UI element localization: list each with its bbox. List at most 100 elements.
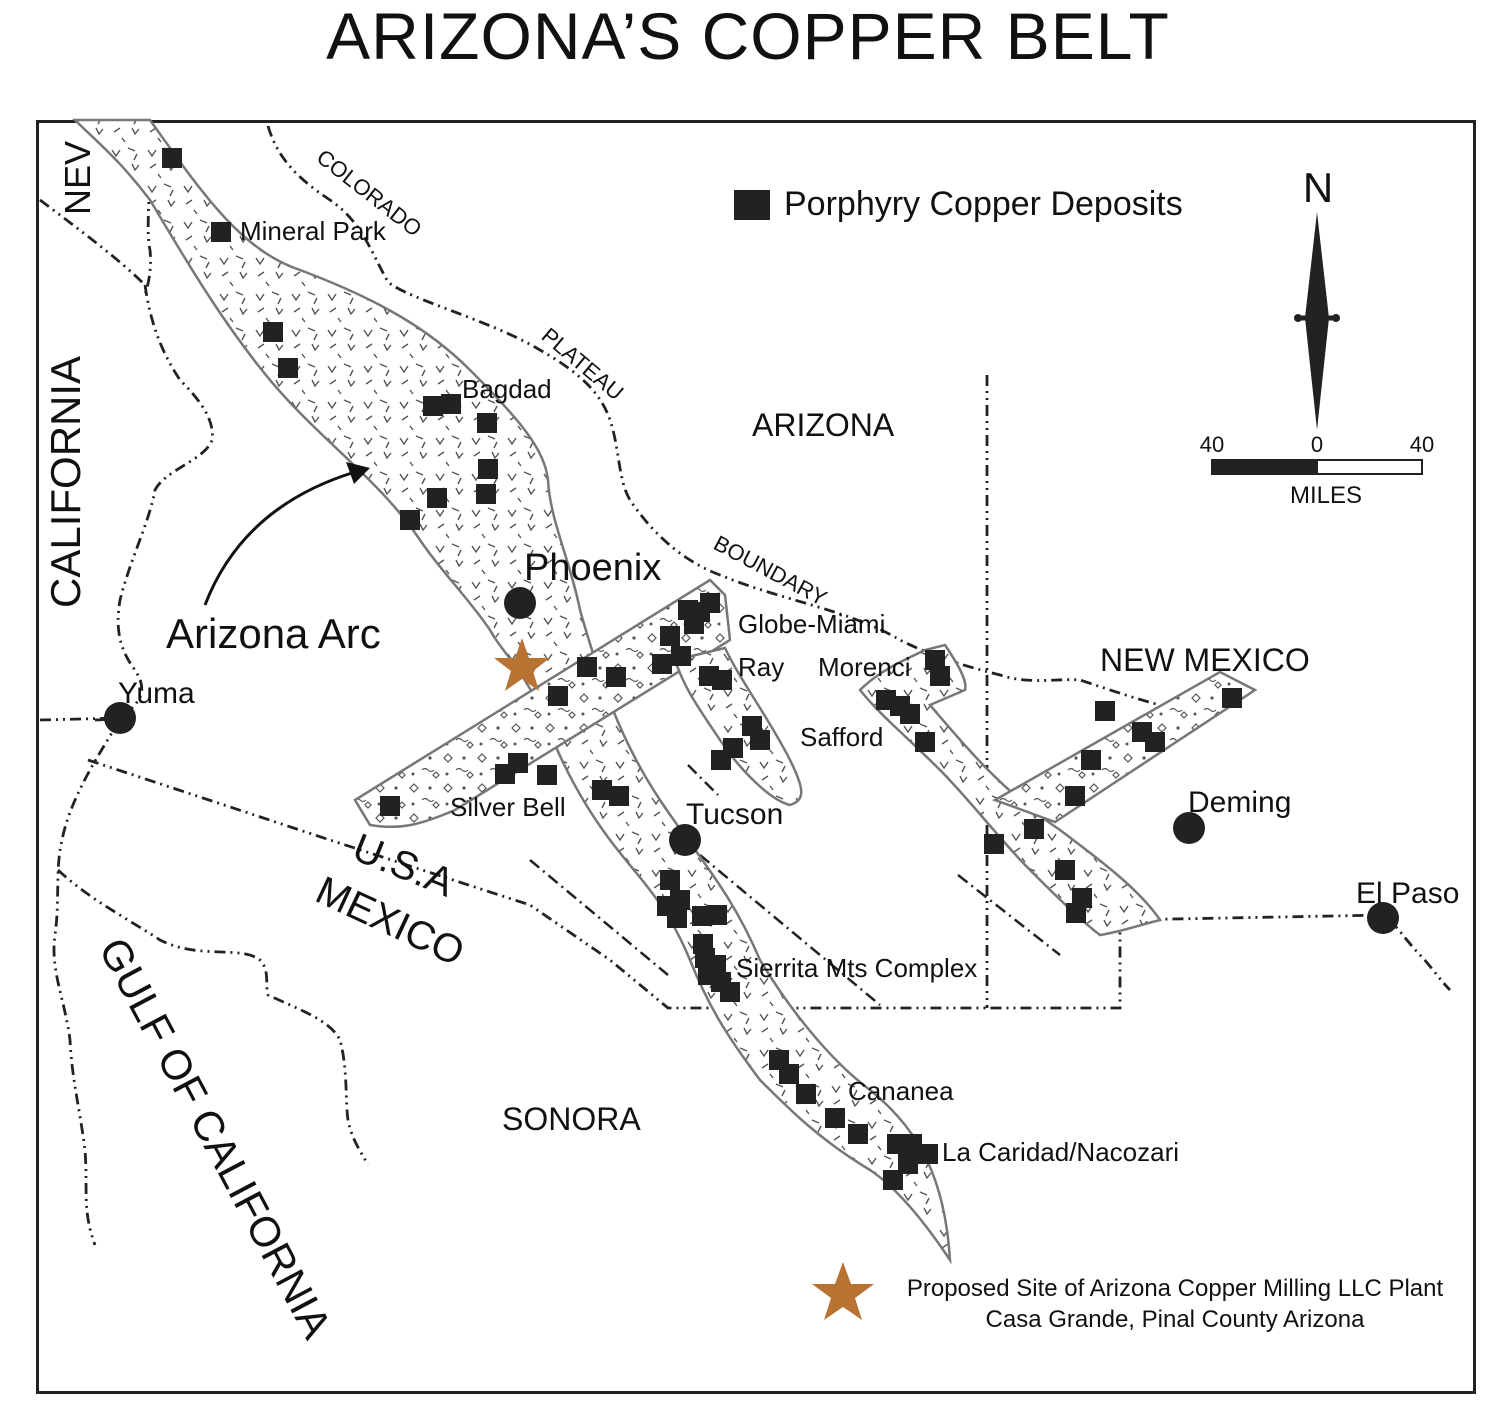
copper-deposit-marker — [1055, 860, 1075, 880]
north-arrow-icon — [1294, 212, 1340, 430]
copper-deposit-marker — [400, 510, 420, 530]
copper-deposit-marker — [700, 593, 720, 613]
copper-deposit-marker — [1095, 701, 1115, 721]
ne-trending-belt-globe — [353, 578, 732, 829]
copper-deposit-marker — [825, 1108, 845, 1128]
copper-deposit-marker — [750, 730, 770, 750]
copper-deposit-marker — [898, 1154, 918, 1174]
legend-label: Porphyry Copper Deposits — [784, 185, 1183, 223]
copper-deposit-marker — [548, 686, 568, 706]
scale-bar — [1211, 459, 1423, 475]
scale-left: 40 — [1200, 432, 1224, 457]
arizona-arc-belt — [71, 118, 952, 1265]
gulf-coast-east — [57, 868, 370, 1166]
copper-deposit-marker — [925, 650, 945, 670]
nevada-california-boundary — [39, 198, 146, 286]
copper-deposit-marker — [930, 666, 950, 686]
new-mexico-label: NEW MEXICO — [1100, 642, 1310, 678]
copper-deposit-marker — [162, 148, 182, 168]
tucson-dot — [669, 824, 701, 856]
copper-deposit-marker — [684, 614, 704, 634]
arrow-head-icon — [346, 462, 370, 484]
map-frame — [36, 120, 1476, 1394]
legend-star-icon — [812, 1262, 874, 1320]
ray-belt — [673, 646, 803, 807]
north-letter: N — [1303, 164, 1333, 211]
copper-deposit-marker — [1081, 750, 1101, 770]
globe-miami-label: Globe-Miami — [738, 609, 885, 639]
fault-line — [957, 874, 1061, 956]
gulf-label: GULF OF CALIFORNIA — [90, 930, 341, 1346]
safford-label: Safford — [800, 722, 883, 752]
copper-deposit-marker — [1066, 903, 1086, 923]
copper-deposit-marker — [900, 704, 920, 724]
copper-deposit-marker — [278, 358, 298, 378]
copper-deposit-marker — [796, 1084, 816, 1104]
deming-label: Deming — [1188, 786, 1291, 819]
copper-deposit-marker — [720, 982, 740, 1002]
copper-deposit-marker — [848, 1124, 868, 1144]
copper-deposit-marker — [508, 753, 528, 773]
copper-deposit-marker — [902, 1134, 922, 1154]
rio-grande — [1384, 914, 1451, 991]
california-label: CALIFORNIA — [42, 356, 89, 608]
arizona-arc-label: Arizona Arc — [166, 610, 381, 657]
copper-deposit-marker — [380, 796, 400, 816]
copper-deposit-marker — [1145, 732, 1165, 752]
arizona-label: ARIZONA — [752, 407, 895, 443]
scale-unit: MILES — [1290, 482, 1362, 509]
copper-deposit-marker — [606, 667, 626, 687]
page-title: ARIZONA’S COPPER BELT — [326, 0, 1170, 73]
copper-deposit-marker — [660, 626, 680, 646]
yuma-label: Yuma — [118, 677, 195, 710]
copper-deposit-marker — [918, 1144, 938, 1164]
colorado-river-boundary — [94, 284, 214, 722]
copper-deposit-marker — [427, 488, 447, 508]
proposed-site-line1: Proposed Site of Arizona Copper Milling … — [907, 1275, 1444, 1302]
proposed-site-star-icon — [494, 638, 550, 691]
sonora-label: SONORA — [502, 1101, 641, 1137]
copper-deposit-marker — [660, 870, 680, 890]
copper-deposit-marker — [477, 413, 497, 433]
copper-deposit-marker — [670, 890, 690, 910]
mineral-park-label: Mineral Park — [240, 216, 387, 246]
arizona-arc-arrow — [203, 470, 356, 606]
proposed-site-line2: Casa Grande, Pinal County Arizona — [986, 1306, 1366, 1333]
copper-deposit-marker — [1222, 688, 1242, 708]
el-paso-dot — [1367, 902, 1399, 934]
copper-deposit-marker — [263, 322, 283, 342]
copper-deposit-marker — [883, 1170, 903, 1190]
copper-deposit-marker — [707, 905, 727, 925]
morenci-belt — [858, 643, 1163, 937]
copper-deposit-marker — [652, 654, 672, 674]
copper-deposit-marker — [441, 394, 461, 414]
copper-deposit-marker — [211, 222, 231, 242]
copper-deposit-marker — [609, 786, 629, 806]
copper-deposit-marker — [667, 908, 687, 928]
copper-deposit-marker — [671, 646, 691, 666]
boundary-label: BOUNDARY — [710, 530, 832, 611]
phoenix-dot — [504, 587, 536, 619]
copper-deposit-marker — [915, 732, 935, 752]
copper-deposit-marker — [1024, 819, 1044, 839]
ne-trending-belt-newmexico — [992, 670, 1258, 824]
silver-bell-label: Silver Bell — [450, 792, 566, 822]
morenci-label: Morenci — [818, 652, 910, 682]
yuma-dot — [104, 702, 136, 734]
scale-right: 40 — [1410, 432, 1434, 457]
la-caridad-label: La Caridad/Nacozari — [942, 1137, 1179, 1167]
fault-line — [529, 859, 669, 976]
fault-line — [699, 854, 881, 1006]
deming-dot — [1173, 812, 1205, 844]
gulf-coast-west — [52, 719, 122, 1246]
phoenix-label: Phoenix — [524, 547, 661, 589]
scale-center: 0 — [1311, 432, 1323, 457]
copper-deposit-marker — [711, 750, 731, 770]
copper-deposit-marker — [478, 459, 498, 479]
nev-label: NEV — [57, 141, 98, 215]
copper-deposit-marker — [592, 780, 612, 800]
copper-deposit-marker — [537, 765, 557, 785]
copper-deposit-marker — [712, 670, 732, 690]
legend-square-icon — [734, 190, 770, 220]
copper-deposit-marker — [984, 834, 1004, 854]
